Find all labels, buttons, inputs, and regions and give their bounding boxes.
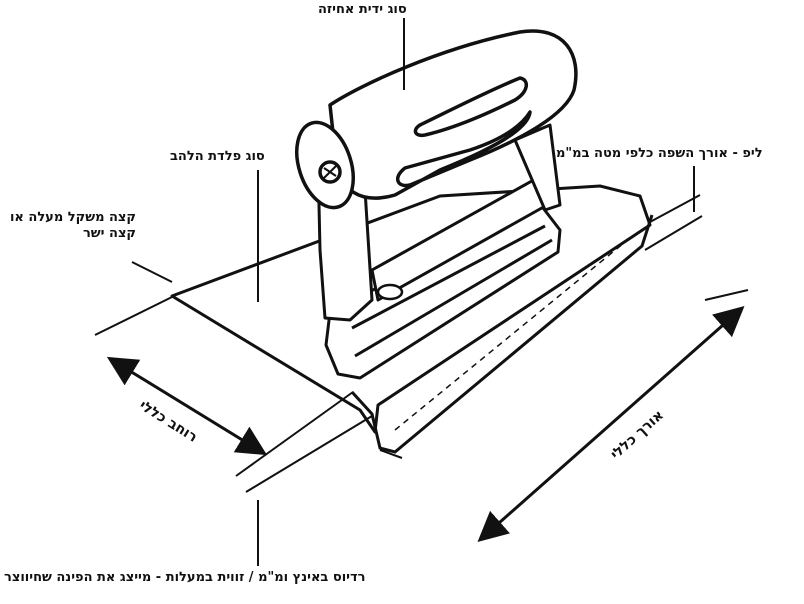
handle-end-cap (295, 120, 355, 210)
handle-base (324, 202, 562, 380)
leader-lip-edge (131, 261, 173, 283)
width-dimension-arrow (106, 356, 268, 456)
lip-edge-label: קצה משקל מעלה או קצה ישר (9, 210, 136, 243)
rivet (376, 283, 404, 301)
blade-lip (350, 214, 654, 454)
blade-type-label: סוג פלדת הלהב (170, 149, 265, 164)
lip-length-label: ליפ - אורך השפה כלפי מטה במ"מ (556, 146, 763, 161)
handle-frame (316, 123, 562, 322)
overall-width-label: רוחב כללי (136, 398, 200, 446)
handle-grip (328, 29, 578, 200)
overall-length-label: אורך כללי (608, 407, 667, 463)
leader-lines (131, 18, 695, 566)
radius-angle-label: רדיוס באינץ ומ"מ / זווית במעלות - מייצג … (4, 570, 366, 585)
length-dimension-arrow (477, 306, 745, 542)
lip-edge-label-line1: קצה משקל מעלה או (9, 210, 136, 225)
lip-edge-label-line2: קצה ישר (82, 226, 136, 242)
extension-lines (94, 194, 749, 493)
handle-type-label: סוג ידית אחיזה (318, 2, 407, 17)
